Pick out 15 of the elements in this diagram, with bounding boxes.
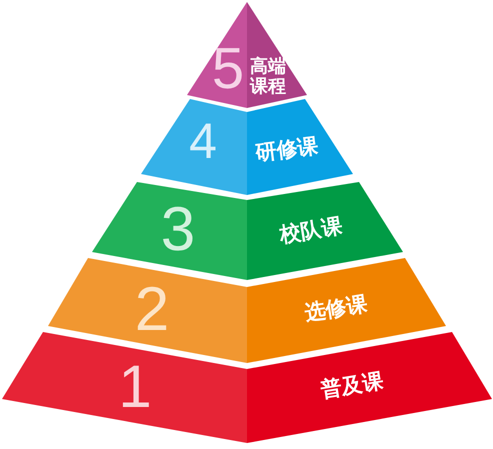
tier-label: 普及课 xyxy=(319,369,385,403)
tier-number: 3 xyxy=(160,199,196,261)
pyramid-tier xyxy=(141,99,353,195)
tier-label: 研修课 xyxy=(254,134,320,166)
pyramid-tier xyxy=(48,258,446,363)
tier-number: 2 xyxy=(134,279,170,341)
pyramid-tier xyxy=(92,182,403,280)
tier-number: 5 xyxy=(212,40,244,98)
tier-label: 校队课 xyxy=(278,214,344,248)
tier-number: 4 xyxy=(189,116,217,166)
tier-label: 选修课 xyxy=(303,292,369,326)
tier-label: 高端课程 xyxy=(248,56,287,98)
tier-number: 1 xyxy=(118,357,152,417)
pyramid-tier xyxy=(2,332,492,443)
pyramid-tier xyxy=(187,2,307,108)
